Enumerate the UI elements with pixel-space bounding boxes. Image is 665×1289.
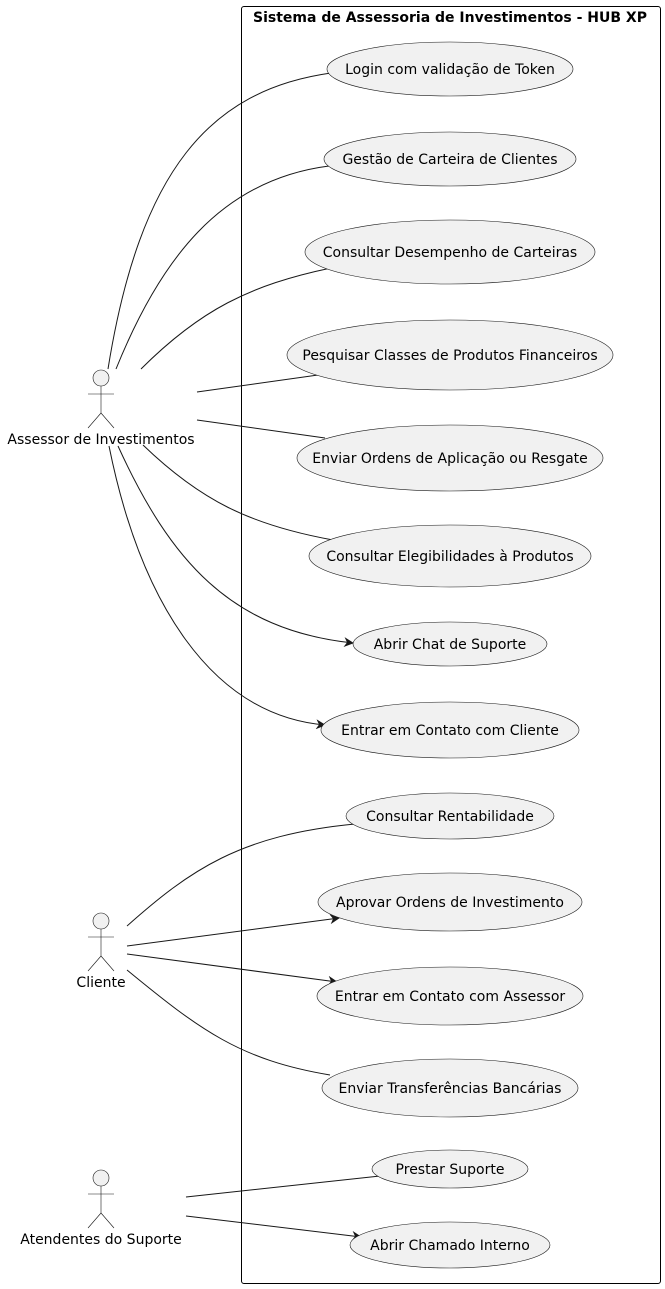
use-case-ellipse[interactable] xyxy=(345,792,555,840)
actor-icon xyxy=(87,1169,115,1229)
use-case-label: Gestão de Carteira de Clientes xyxy=(342,152,557,168)
use-case-ellipse[interactable] xyxy=(323,131,577,187)
association-cliente-uc12 xyxy=(126,969,331,1076)
use-case-uc14[interactable]: Abrir Chamado Interno xyxy=(349,1221,551,1269)
association-suporte-uc13 xyxy=(185,1175,381,1198)
use-case-ellipse[interactable] xyxy=(316,966,584,1026)
use-case-uc2[interactable]: Gestão de Carteira de Clientes xyxy=(323,131,577,187)
use-case-uc5[interactable]: Enviar Ordens de Aplicação ou Resgate xyxy=(296,424,604,492)
actor-cliente[interactable]: Cliente xyxy=(76,912,126,991)
use-case-uc10[interactable]: Aprovar Ordens de Investimento xyxy=(317,872,583,932)
association-cliente-uc11 xyxy=(126,953,338,986)
actor-label: Atendentes do Suporte xyxy=(20,1232,182,1248)
use-case-label: Aprovar Ordens de Investimento xyxy=(336,895,564,911)
use-case-uc1[interactable]: Login com validação de Token xyxy=(326,41,574,97)
use-case-uc7[interactable]: Abrir Chat de Suporte xyxy=(352,621,548,667)
actor-label: Assessor de Investimentos xyxy=(7,432,194,448)
use-case-uc3[interactable]: Consultar Desempenho de Carteiras xyxy=(304,219,596,285)
use-case-label: Entrar em Contato com Cliente xyxy=(341,723,559,739)
system-boundary: Sistema de Assessoria de Investimentos -… xyxy=(241,6,661,1284)
use-case-label: Login com validação de Token xyxy=(345,62,555,78)
use-case-label: Abrir Chat de Suporte xyxy=(374,637,527,653)
use-case-uc4[interactable]: Pesquisar Classes de Produtos Financeiro… xyxy=(286,319,614,391)
use-case-uc9[interactable]: Consultar Rentabilidade xyxy=(345,792,555,840)
use-case-ellipse[interactable] xyxy=(296,424,604,492)
association-suporte-uc14 xyxy=(185,1215,362,1241)
use-case-ellipse[interactable] xyxy=(352,621,548,667)
use-case-label: Enviar Transferências Bancárias xyxy=(339,1081,562,1097)
actor-assessor[interactable]: Assessor de Investimentos xyxy=(7,369,195,448)
use-case-uc6[interactable]: Consultar Elegibilidades à Produtos xyxy=(308,524,592,588)
use-case-label: Entrar em Contato com Assessor xyxy=(335,989,566,1005)
use-case-ellipse[interactable] xyxy=(308,524,592,588)
use-case-uc8[interactable]: Entrar em Contato com Cliente xyxy=(320,701,580,759)
use-case-ellipse[interactable] xyxy=(320,701,580,759)
use-case-ellipse[interactable] xyxy=(326,41,574,97)
association-assessor-uc1 xyxy=(107,72,332,370)
association-cliente-uc10 xyxy=(126,914,340,947)
association-assessor-uc5 xyxy=(196,419,326,439)
actor-icon xyxy=(87,369,115,429)
use-case-label: Pesquisar Classes de Produtos Financeiro… xyxy=(302,348,597,364)
actor-icon xyxy=(87,912,115,972)
association-assessor-uc4 xyxy=(196,374,319,393)
use-case-uc13[interactable]: Prestar Suporte xyxy=(371,1149,529,1189)
use-case-ellipse[interactable] xyxy=(371,1149,529,1189)
use-case-label: Abrir Chamado Interno xyxy=(370,1238,530,1254)
use-case-ellipse[interactable] xyxy=(321,1058,579,1118)
associations-layer xyxy=(107,72,381,1241)
use-case-uc12[interactable]: Enviar Transferências Bancárias xyxy=(321,1058,579,1118)
use-case-label: Enviar Ordens de Aplicação ou Resgate xyxy=(312,451,588,467)
association-cliente-uc9 xyxy=(126,823,356,927)
association-assessor-uc7 xyxy=(117,445,354,648)
actor-suporte[interactable]: Atendentes do Suporte xyxy=(20,1169,182,1248)
actor-label: Cliente xyxy=(76,975,125,991)
use-case-label: Prestar Suporte xyxy=(396,1162,505,1178)
system-title: Sistema de Assessoria de Investimentos -… xyxy=(253,10,647,26)
association-assessor-uc2 xyxy=(115,165,330,370)
use-case-ellipse[interactable] xyxy=(317,872,583,932)
use-case-uc11[interactable]: Entrar em Contato com Assessor xyxy=(316,966,584,1026)
use-case-ellipse[interactable] xyxy=(349,1221,551,1269)
actors-layer: Assessor de InvestimentosClienteAtendent… xyxy=(7,369,195,1248)
use-case-ellipse[interactable] xyxy=(286,319,614,391)
use-case-label: Consultar Rentabilidade xyxy=(366,809,534,825)
use-case-label: Consultar Desempenho de Carteiras xyxy=(323,245,577,261)
association-assessor-uc8 xyxy=(108,445,326,730)
association-assessor-uc3 xyxy=(140,267,332,370)
association-assessor-uc6 xyxy=(142,444,334,541)
use-case-ellipse[interactable] xyxy=(304,219,596,285)
use-case-label: Consultar Elegibilidades à Produtos xyxy=(326,549,573,565)
